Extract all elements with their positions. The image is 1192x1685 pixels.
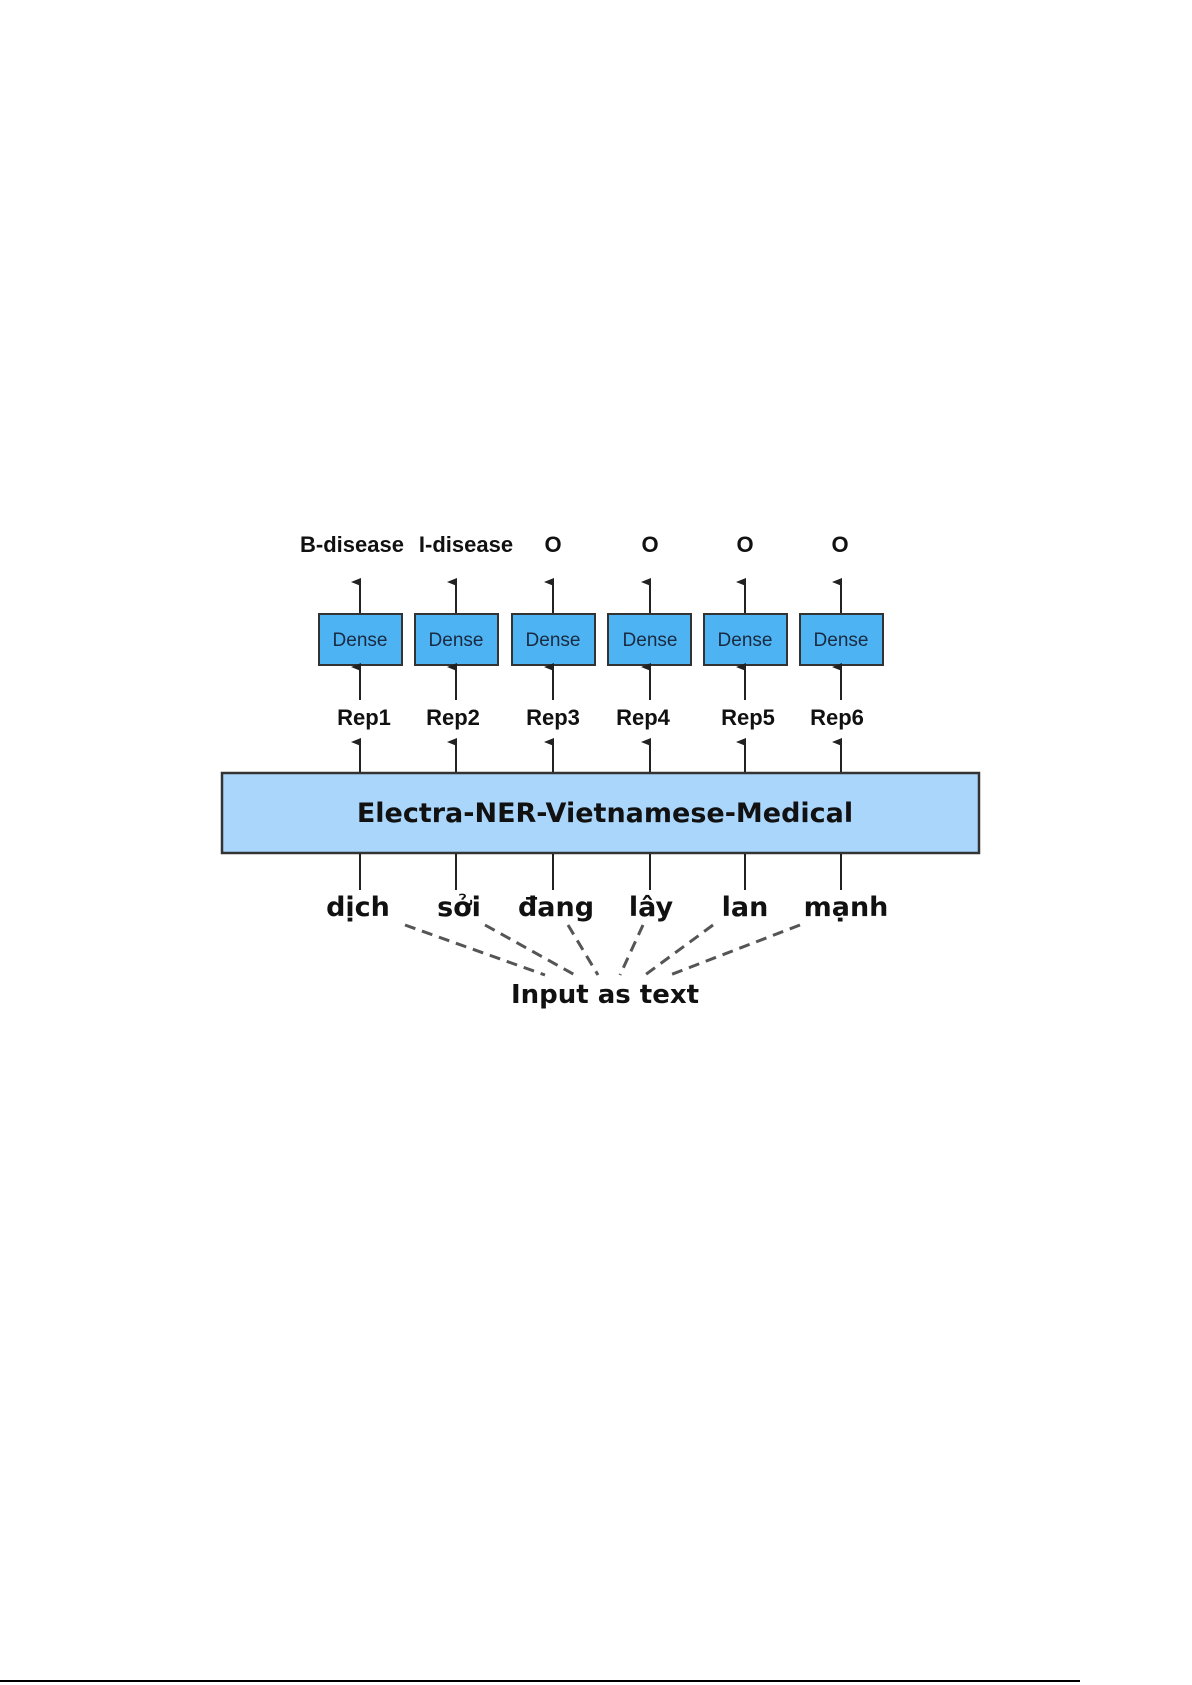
rep-label-3: Rep3 [526,705,580,730]
dashed-connectors [405,925,800,975]
output-tag-1: B-disease [300,532,404,557]
output-tag-2: I-disease [419,532,513,557]
rep-label-2: Rep2 [426,705,480,730]
rep-label-6: Rep6 [810,705,864,730]
dash-line-2 [485,925,575,975]
rep-label-4: Rep4 [616,705,671,730]
output-tag-5: O [736,532,753,557]
model-box: Electra-NER-Vietnamese-Medical [222,773,979,853]
token-1: dịch [326,892,390,923]
dash-line-6 [670,925,800,975]
token-2: sởi [437,892,481,923]
dense-layers: Dense Dense Dense Dense Dense Dense [319,614,883,665]
model-name: Electra-NER-Vietnamese-Medical [357,798,853,829]
token-6: mạnh [804,892,889,923]
output-tag-4: O [641,532,658,557]
dense-box-6: Dense [800,614,883,665]
rep-label-5: Rep5 [721,705,775,730]
dense-label-6: Dense [814,630,869,651]
output-tags: B-disease I-disease O O O O [300,532,849,557]
token-3: đang [518,892,594,923]
dash-line-4 [620,925,643,975]
dense-label-5: Dense [718,630,773,651]
output-tag-3: O [544,532,561,557]
dense-box-3: Dense [512,614,595,665]
output-tag-6: O [831,532,848,557]
dense-label-2: Dense [429,630,484,651]
dense-to-tag-arrows [360,582,841,613]
rep-to-dense-arrows [360,667,841,700]
dense-box-4: Dense [608,614,691,665]
token-to-model-lines [360,854,841,890]
dense-label-1: Dense [333,630,388,651]
dash-line-1 [405,925,545,975]
token-4: lây [629,892,674,923]
dash-line-3 [568,925,598,975]
input-as-text-label: Input as text [511,980,699,1010]
input-tokens: dịch sởi đang lây lan mạnh [326,892,888,923]
dense-label-3: Dense [526,630,581,651]
token-5: lan [722,892,769,923]
representation-labels: Rep1 Rep2 Rep3 Rep4 Rep5 Rep6 [337,705,864,730]
dash-line-5 [645,925,713,975]
dense-box-5: Dense [704,614,787,665]
dense-label-4: Dense [623,630,678,651]
rep-label-1: Rep1 [337,705,391,730]
page-bottom-rule [0,1680,1080,1682]
dense-box-1: Dense [319,614,402,665]
model-to-rep-arrows [360,742,841,772]
dense-box-2: Dense [415,614,498,665]
